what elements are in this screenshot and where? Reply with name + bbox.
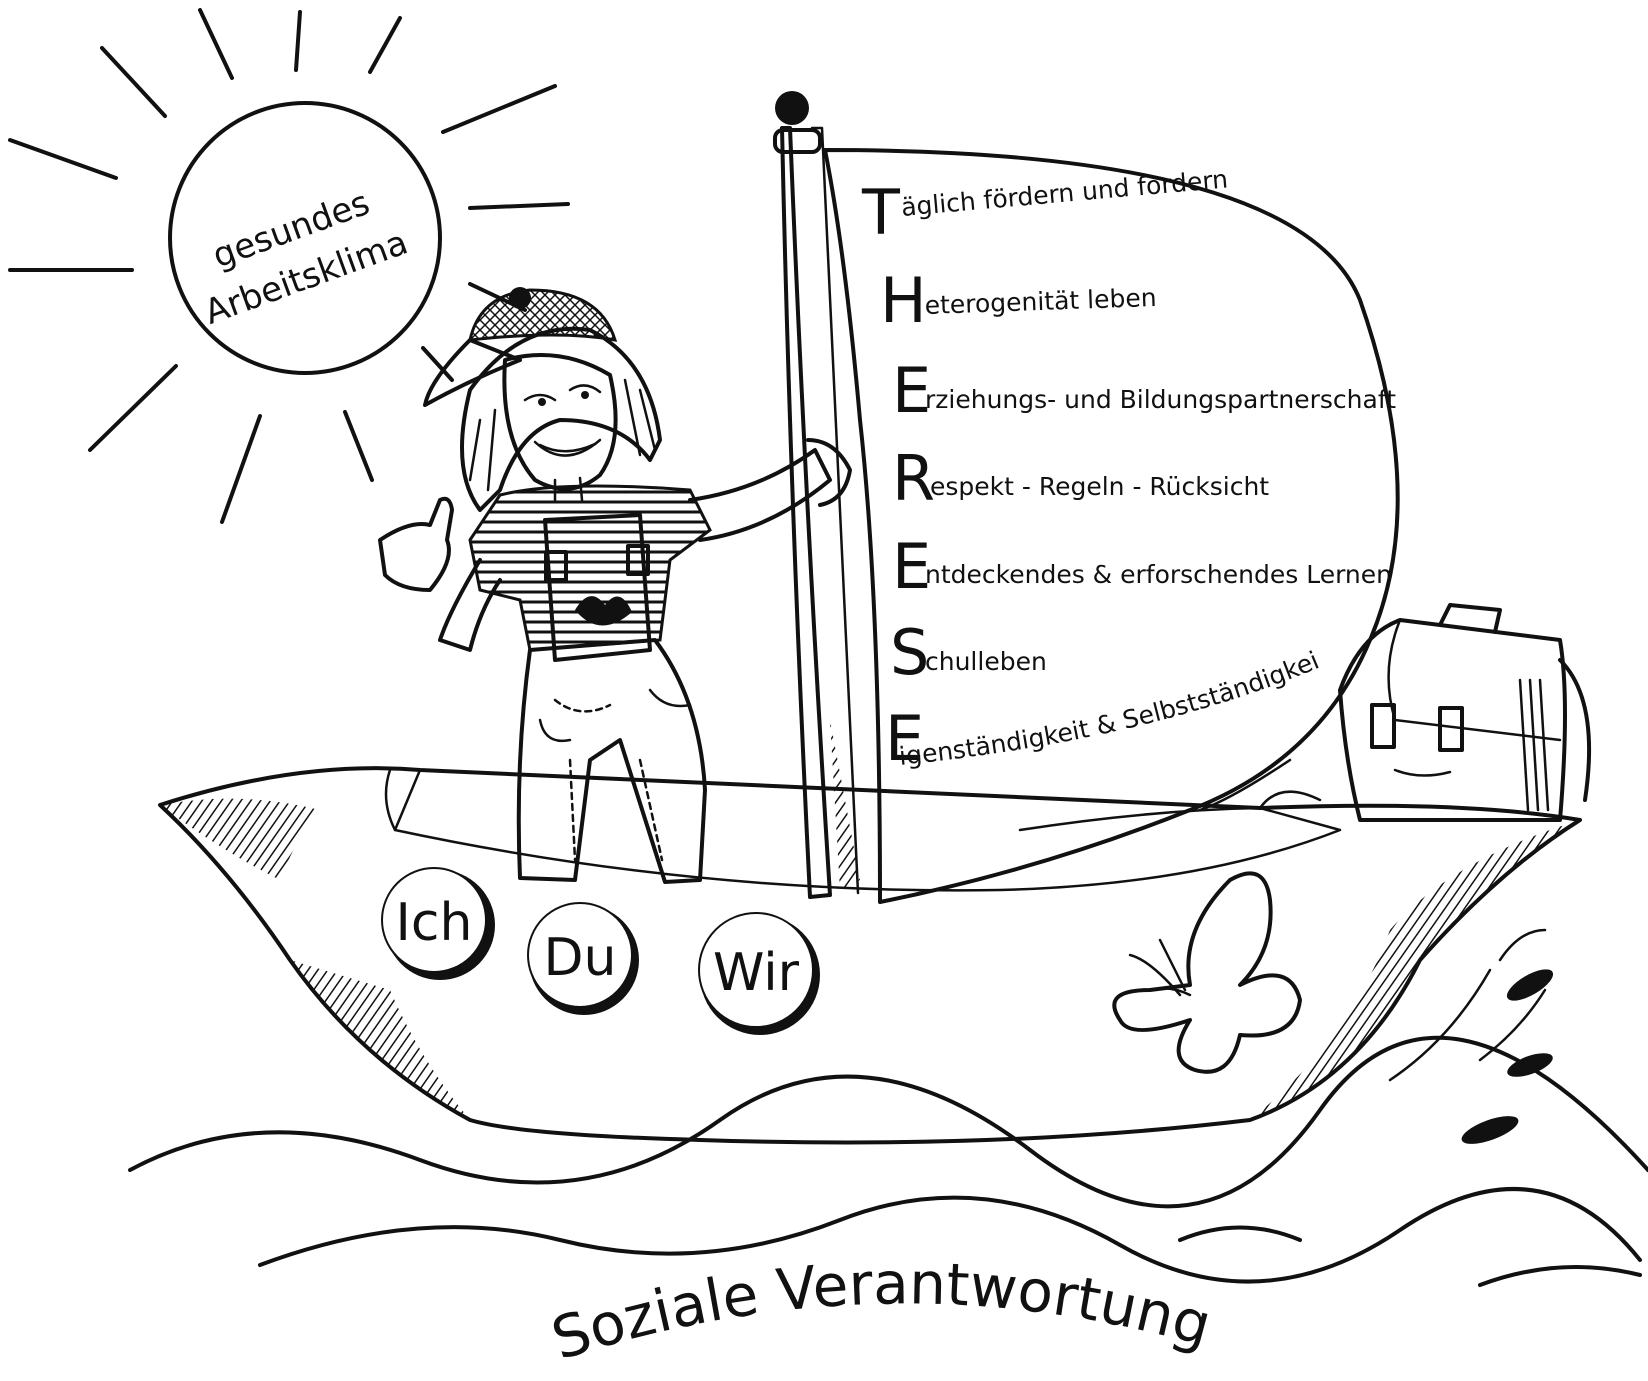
coin-wir-label: Wir (713, 943, 800, 1003)
sun: gesundes Arbeitsklima (8, 8, 570, 524)
sail-row-1: T äglich fördern und fordern (861, 165, 1229, 249)
mast-knob (775, 91, 809, 125)
coin-ich: Ich (381, 867, 495, 980)
coin-wir: Wir (698, 912, 820, 1035)
sail-row-6: S chulleben (890, 616, 1047, 689)
thumbs-up-hand (378, 496, 454, 592)
shirt (468, 484, 712, 652)
sail-text-s: chulleben (925, 647, 1047, 676)
sail-row-2: H eterogenität leben (880, 264, 1157, 337)
coin-du-label: Du (544, 928, 617, 988)
coin-du: Du (527, 902, 639, 1015)
sail-text-r: espekt - Regeln - Rücksicht (930, 472, 1269, 501)
sail-initial-h: H (880, 264, 927, 337)
right-arm (688, 448, 832, 542)
cap-pom (509, 287, 531, 309)
left-arm (438, 558, 502, 652)
sail-row-5: E ntdeckendes & erforschendes Lernen (892, 530, 1392, 603)
trousers (516, 638, 707, 884)
sea-waves (128, 928, 1648, 1287)
sail-row-3: E rziehungs- und Bildungspartnerschaft (892, 354, 1396, 427)
cap (468, 288, 618, 342)
caption-text-path: Soziale Verantwortung (544, 1249, 1218, 1373)
sail-initial-e2: E (892, 530, 931, 603)
sail-text-h: eterogenität leben (924, 283, 1157, 320)
caption-soziale-verantwortung: Soziale Verantwortung (544, 1249, 1218, 1373)
sail: T äglich fördern und fordern H eterogeni… (0, 0, 1400, 904)
sail-initial-e1: E (892, 354, 931, 427)
boat: Ich Du Wir (158, 603, 1592, 1145)
sail-row-4: R espekt - Regeln - Rücksicht (892, 442, 1269, 515)
sail-text-e2: ntdeckendes & erforschendes Lernen (925, 560, 1392, 589)
sail-text-e1: rziehungs- und Bildungspartnerschaft (925, 385, 1396, 414)
sail-acronym-list: T äglich fördern und fordern H eterogeni… (0, 0, 1396, 775)
sail-cloth (823, 148, 1400, 904)
hull-outline (158, 766, 1582, 1145)
coin-ich-label: Ich (396, 893, 473, 953)
bib-flower-icon (575, 596, 632, 626)
mast (773, 91, 860, 899)
sail-initial-t: T (861, 176, 901, 249)
water-splash (1388, 928, 1554, 1144)
right-hand (806, 438, 852, 507)
sail-initial-e3: E (885, 702, 924, 775)
sun-circle (168, 101, 442, 375)
sail-initial-r: R (892, 442, 935, 515)
overalls-bib (543, 513, 652, 662)
child-figure (378, 287, 852, 884)
sail-initial-s: S (890, 616, 929, 689)
face (502, 353, 618, 491)
school-satchel-icon (1338, 603, 1592, 822)
butterfly-icon (1112, 871, 1302, 1074)
caption-text: Soziale Verantwortung (544, 1249, 1218, 1373)
sail-text-t: äglich fördern und fordern (900, 165, 1229, 222)
